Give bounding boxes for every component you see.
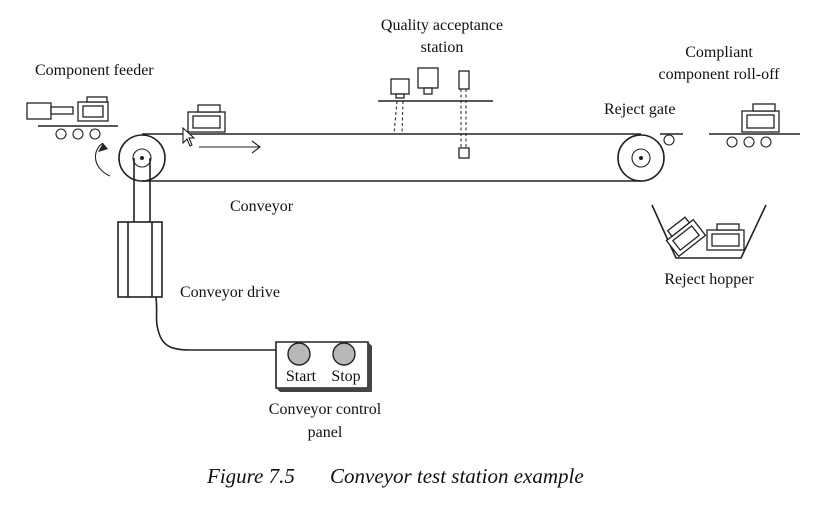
reject-hopper [651, 204, 767, 259]
start-button-label: Start [286, 368, 317, 385]
component-on-belt [187, 104, 226, 133]
reject-hopper-label: Reject hopper [664, 271, 754, 288]
conveyor-belt [118, 133, 665, 182]
reject-gate-label: Reject gate [604, 101, 676, 118]
conveyor-drive-label: Conveyor drive [180, 284, 280, 301]
compliant-roll-off [709, 103, 800, 148]
figure-number: Figure 7.5 [206, 464, 295, 488]
compliant-label-line2: component roll-off [658, 66, 780, 83]
reject-gate [660, 133, 683, 146]
start-button[interactable]: Start [286, 342, 317, 385]
quality-acceptance-station [378, 67, 493, 159]
stop-button-label: Stop [331, 368, 360, 385]
quality-station-label-line2: station [421, 39, 464, 56]
component-feeder [26, 96, 118, 177]
mouse-cursor-icon [182, 126, 196, 147]
conveyor-control-panel [275, 341, 372, 392]
compliant-label-line1: Compliant [685, 44, 753, 61]
figure-caption: Conveyor test station example [330, 464, 584, 488]
quality-station-label-line1: Quality acceptance [381, 17, 503, 34]
conveyor-label: Conveyor [230, 198, 294, 215]
control-panel-label-line2: panel [308, 424, 343, 441]
control-panel-label-line1: Conveyor control [269, 401, 382, 418]
component-feeder-label: Component feeder [35, 62, 154, 79]
stop-button[interactable]: Stop [331, 342, 361, 385]
conveyor-drive [117, 158, 276, 351]
